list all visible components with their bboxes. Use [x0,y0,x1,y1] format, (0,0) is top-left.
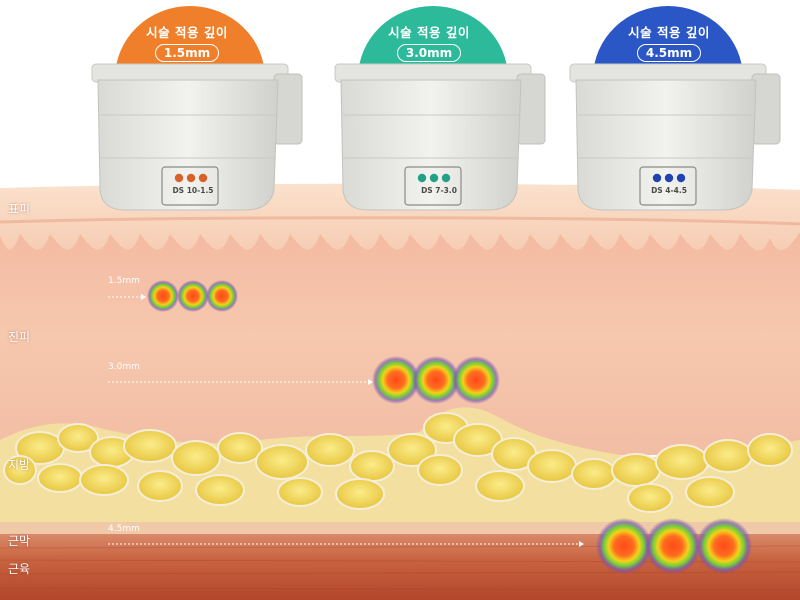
fat-cell [527,449,577,483]
fat-cell [685,476,735,508]
indicator-dot [664,173,674,183]
cartridge-title: 시술 적용 깊이 [146,25,228,40]
cartridge-model-1: DS 10-1.5 [172,186,214,195]
fat-cell [417,454,463,486]
heat-points-3-0mm [372,356,500,404]
indicator-dot [174,173,184,183]
layer-label-dermis: 진피 [8,330,31,344]
indicator-dot [198,173,208,183]
depth-arrows [108,296,580,545]
fat-cell [57,423,99,453]
fat-cell [79,464,129,496]
cartridge-dome [593,6,743,78]
cartridge-label-3: 시술 적용 깊이 4.5mm [594,22,744,62]
layer-label-fascia: 근막 [8,534,31,548]
fat-cell [747,433,793,467]
fat-cell [387,433,437,467]
fat-cell [305,433,355,467]
indicator-dot [441,173,451,183]
cartridge-body [575,79,757,211]
layer-label-muscle: 근육 [8,562,31,576]
cartridge-label-2: 시술 적용 깊이 3.0mm [354,22,504,62]
fat-cell [277,477,323,507]
cartridge-dome [115,6,265,79]
cartridge-group [91,6,781,211]
cartridge-title: 시술 적용 깊이 [628,25,710,40]
depth-label-3: 4.5mm [108,524,140,534]
cartridge-depth-badge: 1.5mm [154,44,220,62]
fat-cell [255,444,309,480]
fat-cells [3,412,793,513]
cartridge-dome [358,6,508,78]
fat-cell [611,453,661,487]
fat-cell [123,429,177,463]
indicator-dot [652,173,662,183]
fat-cell [627,483,673,513]
cartridge-depth-badge: 3.0mm [396,44,462,62]
cartridge-title: 시술 적용 깊이 [388,25,470,40]
fat-cell [171,440,221,476]
fat-cell [335,478,385,510]
cartridge-3 [569,6,781,211]
layer-label-fat: 지방 [8,458,31,472]
fat-cell [703,439,753,473]
indicator-dot [676,173,686,183]
cartridge-1 [91,6,303,211]
indicator-dot [429,173,439,183]
fat-cell [3,455,37,485]
cartridge-body [97,79,279,211]
cartridge-depth-badge: 4.5mm [636,44,702,62]
cartridge-model-3: DS 4-4.5 [651,186,687,195]
fat-cell [349,450,395,482]
fat-cell [655,444,709,480]
heat-points-1-5mm [147,280,238,312]
cartridge-2 [334,6,546,211]
indicator-dot [186,173,196,183]
fat-cell [217,432,263,464]
depth-label-2: 3.0mm [108,362,140,372]
dermis-layer [0,215,800,455]
fat-cell [37,463,83,493]
indicator-dot [417,173,427,183]
depth-label-1: 1.5mm [108,276,140,286]
cartridge-body [340,79,522,211]
cartridge-label-1: 시술 적용 깊이 1.5mm [112,22,262,62]
fat-cell [195,474,245,506]
fat-cell [571,458,617,490]
layer-label-epidermis: 표피 [8,202,31,216]
heat-points-4-5mm [596,518,752,574]
fat-cell [475,470,525,502]
fat-cell [137,470,183,502]
cartridge-model-2: DS 7-3.0 [421,186,457,195]
